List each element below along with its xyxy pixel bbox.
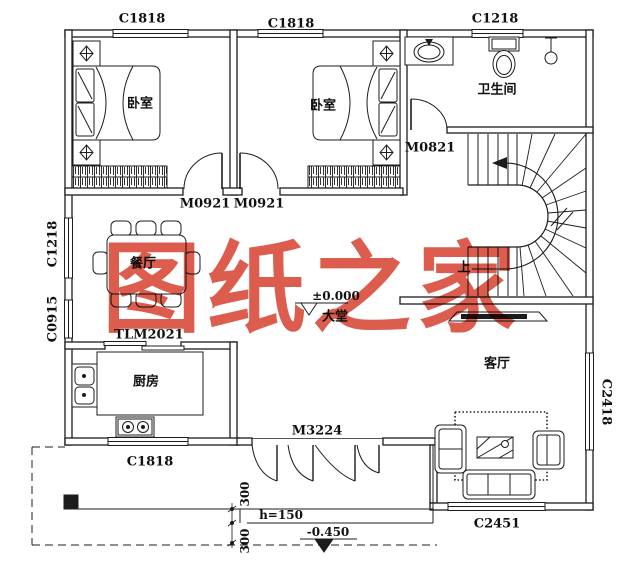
porch-and-steps xyxy=(31,302,437,553)
armchair-right xyxy=(532,430,565,470)
nightstand xyxy=(72,139,101,166)
stair-inner-stringer xyxy=(468,184,549,248)
window-label-kitchen: C1818 xyxy=(126,454,174,470)
window-kitchen xyxy=(107,437,189,446)
wall-entry-b xyxy=(382,437,436,446)
bed xyxy=(72,65,161,141)
level-marker-zero xyxy=(295,302,348,316)
dining-chair xyxy=(135,220,157,237)
wall-hall-north-b xyxy=(279,187,404,196)
window-label-living: C2451 xyxy=(473,516,521,532)
coffee-table xyxy=(476,436,514,459)
dining-chair xyxy=(184,251,201,275)
doors xyxy=(103,98,448,482)
kitchen-sink xyxy=(71,363,98,408)
nightstand xyxy=(372,139,401,166)
door-label-entry: M3224 xyxy=(291,423,343,439)
room-label-dining: 餐厅 xyxy=(129,256,157,272)
bed xyxy=(312,65,401,141)
column xyxy=(63,494,79,510)
entry-steps xyxy=(239,445,434,524)
window-left-lower xyxy=(64,299,73,339)
door-kitchen-sliding xyxy=(103,341,185,351)
dining-table xyxy=(106,234,187,295)
door-label-bath: M0821 xyxy=(404,140,456,156)
nightstand xyxy=(372,40,401,67)
stair-treads-bottom-run xyxy=(467,247,518,296)
windows xyxy=(64,29,594,511)
level-label-zero: ±0.000 xyxy=(312,289,360,303)
toilet xyxy=(488,36,520,78)
door-label-kitchen-sliding: TLM2021 xyxy=(114,327,184,343)
room-label-living: 客厅 xyxy=(483,356,511,372)
window-right xyxy=(585,352,594,451)
furniture-living xyxy=(434,411,565,500)
staircase xyxy=(447,133,587,322)
furniture-bedroom2 xyxy=(307,40,401,189)
bathroom-fixtures xyxy=(404,36,558,78)
shower-head xyxy=(544,37,558,65)
dining-chair xyxy=(110,220,132,237)
sofa-main xyxy=(462,469,536,500)
window-label-right: C2418 xyxy=(598,378,614,426)
wall-kitchen-north-b xyxy=(180,341,238,350)
sofa-left xyxy=(434,424,467,474)
step-height-label: h=150 xyxy=(259,508,303,522)
door-entry-folding xyxy=(251,438,383,482)
tv-console xyxy=(447,311,549,322)
stove xyxy=(115,416,155,438)
window-top-left xyxy=(112,29,189,38)
wall-bath-south xyxy=(446,126,594,134)
wall-bedroom-divider xyxy=(229,29,238,196)
door-bedroom1 xyxy=(183,152,223,190)
wall-stair-south xyxy=(399,296,594,305)
stair-winders xyxy=(519,133,587,297)
window-label-left-lower: C0915 xyxy=(45,295,61,343)
window-label-left-upper: C1218 xyxy=(45,220,61,268)
room-label-bedroom1: 卧室 xyxy=(126,96,154,112)
stair-up-label: 上 xyxy=(457,260,471,276)
window-left-upper xyxy=(64,217,73,279)
kitchen-counter xyxy=(96,351,204,416)
furniture-dining xyxy=(92,220,201,308)
wardrobe xyxy=(71,165,168,189)
dining-chair xyxy=(160,220,182,237)
level-label-entry: -0.450 xyxy=(306,525,350,539)
wall-kitchen-east xyxy=(229,341,238,446)
furniture-kitchen xyxy=(71,351,204,438)
window-label-top-left: C1818 xyxy=(118,11,166,27)
furniture-bedroom1 xyxy=(71,40,168,189)
wall-hall-north-pier xyxy=(222,187,243,196)
wall-entry-a xyxy=(236,437,253,446)
room-label-bathroom: 卫生间 xyxy=(477,82,517,98)
stair-direction-arrow xyxy=(472,157,574,270)
window-label-top-mid: C1818 xyxy=(267,16,315,32)
dim-label-300-a: 300 xyxy=(238,481,252,507)
window-living xyxy=(447,502,546,511)
room-label-kitchen: 厨房 xyxy=(132,374,160,390)
nightstand xyxy=(72,40,101,67)
wardrobe xyxy=(307,165,401,189)
level-marker-entry xyxy=(300,538,357,553)
wall-hall-north-a xyxy=(64,187,184,196)
step-dimension-line xyxy=(227,503,237,548)
door-bathroom xyxy=(410,98,448,131)
wall-kitchen-north-a xyxy=(64,341,106,350)
dining-chair xyxy=(92,251,109,275)
window-label-top-right: C1218 xyxy=(471,11,519,27)
door-bedroom2 xyxy=(239,152,279,190)
window-top-mid xyxy=(257,29,324,38)
sink xyxy=(404,36,454,66)
room-label-hall: 大堂 xyxy=(321,309,349,325)
door-label-bed2: M0921 xyxy=(233,196,285,212)
window-top-right xyxy=(471,29,524,38)
door-label-bed1: M0921 xyxy=(179,196,231,212)
dim-label-300-b: 300 xyxy=(238,528,252,554)
room-label-bedroom2: 卧室 xyxy=(309,98,337,114)
stair-treads-top-run xyxy=(467,134,518,185)
